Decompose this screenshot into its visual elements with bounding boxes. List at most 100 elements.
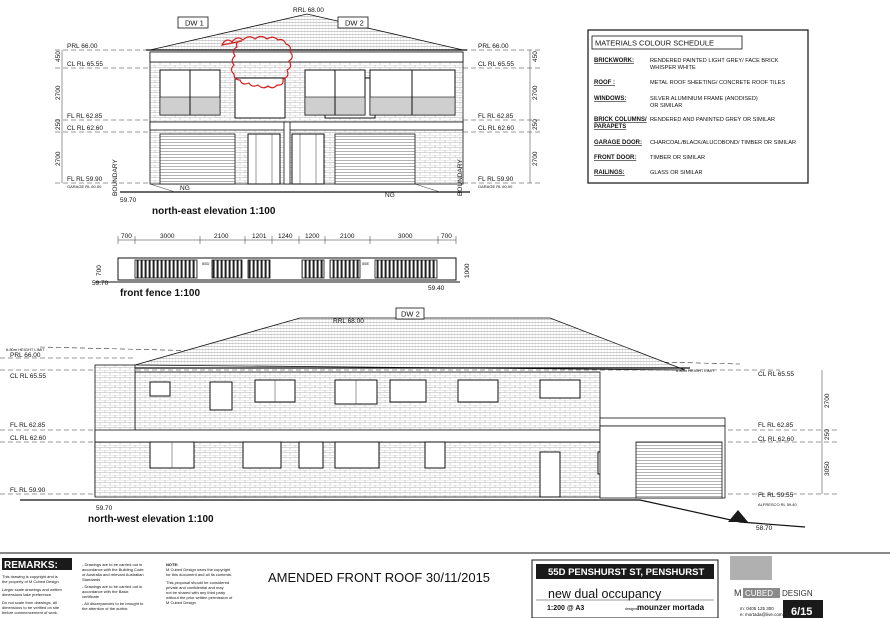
svg-text:58.70: 58.70 — [756, 525, 773, 532]
svg-text:2700: 2700 — [55, 85, 62, 100]
nw-dims-right: 2700 250 3050 — [821, 370, 831, 494]
notes-a: - Drawings are to be carried out in acco… — [82, 562, 144, 611]
svg-text:RENDERED PAINTED LIGHT GREY/ F: RENDERED PAINTED LIGHT GREY/ FACE BRICK — [650, 58, 779, 64]
ne-dw2-label: DW 2 — [345, 19, 364, 28]
designer-name: mounzer mortada — [637, 603, 705, 612]
svg-text:RAILINGS:: RAILINGS: — [594, 170, 625, 176]
ne-boundary-left: BOUNDARY — [112, 159, 119, 196]
materials-schedule: MATERIALS COLOUR SCHEDULE BRICKWORK: REN… — [587, 29, 809, 184]
svg-text:not be shared with any third p: not be shared with any third party — [166, 590, 225, 595]
ne-garage-door-right — [334, 133, 416, 185]
nw-roof — [134, 317, 686, 371]
drawing-scale: 1:200 @ A3 — [547, 605, 584, 612]
svg-text:designer:: designer: — [625, 607, 639, 611]
svg-text:the attention of the author.: the attention of the author. — [82, 606, 128, 611]
svg-text:FL RL 62.85: FL RL 62.85 — [758, 422, 794, 429]
nw-dw2-label: DW 2 — [401, 310, 420, 319]
svg-text:WINDOWS:: WINDOWS: — [594, 96, 626, 102]
ne-rrl-label: RRL 68.00 — [293, 7, 324, 14]
front-fence: 700 3000 2100 1201 1240 1200 2100 3000 7… — [92, 233, 471, 299]
svg-text:1200: 1200 — [305, 233, 320, 240]
svg-text:SILVER ALUMINIUM FRAME (ANODIS: SILVER ALUMINIUM FRAME (ANODISED) — [650, 96, 758, 102]
svg-text:GARAGE RL 60.00: GARAGE RL 60.00 — [478, 184, 513, 189]
svg-text:1240: 1240 — [278, 233, 293, 240]
nw-rrl-label: RRL 68.00 — [333, 318, 364, 325]
svg-text:NG: NG — [385, 192, 395, 199]
svg-text:FL RL 59.55: FL RL 59.55 — [758, 492, 794, 499]
svg-text:NOTE:: NOTE: — [166, 562, 178, 567]
materials-row: BRICKWORK: RENDERED PAINTED LIGHT GREY/ … — [594, 58, 779, 71]
svg-text:Do not scale from drawings, al: Do not scale from drawings, all — [2, 600, 57, 605]
svg-text:CL RL 65.55: CL RL 65.55 — [67, 61, 103, 68]
materials-title: MATERIALS COLOUR SCHEDULE — [595, 39, 714, 48]
svg-text:2100: 2100 — [340, 233, 355, 240]
svg-text:GLASS OR SIMILAR: GLASS OR SIMILAR — [650, 170, 703, 176]
svg-text:6.80m HEIGHT LIMIT: 6.80m HEIGHT LIMIT — [676, 368, 715, 373]
svg-text:WHISPER WHITE: WHISPER WHITE — [650, 65, 696, 71]
svg-text:59.70: 59.70 — [96, 505, 113, 512]
svg-text:TIMBER OR SIMILAR: TIMBER OR SIMILAR — [650, 155, 705, 161]
svg-text:CL RL 62.60: CL RL 62.60 — [10, 435, 46, 442]
project-address: 55D PENSHURST ST, PENSHURST — [548, 567, 704, 578]
svg-text:PRL 66.00: PRL 66.00 — [67, 43, 98, 50]
svg-text:3000: 3000 — [160, 233, 175, 240]
svg-text:for this document and all its: for this document and all its contents. — [166, 572, 232, 577]
svg-text:3050: 3050 — [824, 461, 831, 476]
contact-phone: m: 0405 125 300 — [740, 606, 774, 611]
svg-text:This drawing is copyright and: This drawing is copyright and is — [2, 574, 58, 579]
title-block: REMARKS: This drawing is copyright and i… — [0, 552, 890, 618]
svg-text:DESIGN: DESIGN — [782, 589, 813, 598]
ne-upper-windows — [159, 69, 456, 119]
svg-text:Larger scale drawings and writ: Larger scale drawings and written — [2, 587, 62, 592]
remarks-text: This drawing is copyright and is the pro… — [2, 574, 62, 615]
svg-text:- All discrepancies to be brou: - All discrepancies to be brought to — [82, 601, 144, 606]
svg-text:M Cubed Design: M Cubed Design — [166, 600, 196, 605]
ne-boundary-right: BOUNDARY — [457, 159, 464, 196]
sheet-number: 6/15 — [791, 606, 812, 618]
svg-text:2100: 2100 — [214, 233, 229, 240]
materials-row: FRONT DOOR: TIMBER OR SIMILAR — [594, 155, 705, 161]
front-fence-title: front fence 1:100 — [120, 288, 200, 299]
svg-text:BRICK COLUMNS/: BRICK COLUMNS/ — [594, 117, 647, 123]
svg-text:FL RL 62.85: FL RL 62.85 — [478, 113, 514, 120]
svg-text:accordance with the Basix: accordance with the Basix — [82, 589, 128, 594]
svg-text:the property of M Cubed Design: the property of M Cubed Design — [2, 579, 59, 584]
svg-text:GARAGE RL 60.00: GARAGE RL 60.00 — [67, 184, 102, 189]
revision-cloud — [220, 35, 293, 89]
svg-text:- Drawings are to be carried o: - Drawings are to be carried out in — [82, 584, 142, 589]
nw-elevation-title: north-west elevation 1:100 — [88, 514, 214, 525]
svg-text:CL RL 65.55: CL RL 65.55 — [478, 61, 514, 68]
materials-row: RAILINGS: GLASS OR SIMILAR — [594, 170, 703, 176]
svg-text:private and confidential and m: private and confidential and may — [166, 585, 224, 590]
ne-dw1-label: DW 1 — [185, 19, 204, 28]
svg-text:PARAPETS: PARAPETS — [594, 124, 626, 130]
materials-row: ROOF : METAL ROOF SHEETING/ CONCRETE ROO… — [594, 80, 785, 86]
materials-row: BRICK COLUMNS/ PARAPETS RENDERED AND PAN… — [594, 117, 775, 130]
ne-garage-door-left — [159, 133, 236, 185]
svg-text:dimensions to be verified on s: dimensions to be verified on site — [2, 605, 60, 610]
svg-text:250: 250 — [532, 119, 539, 130]
svg-text:of Australia and relevant Aust: of Australia and relevant Australian — [82, 572, 144, 577]
svg-text:CL RL 62.60: CL RL 62.60 — [67, 125, 103, 132]
svg-text:OR SIMILAR: OR SIMILAR — [650, 103, 682, 109]
ne-ground-left-level: 59.70 — [120, 197, 137, 204]
svg-text:CL RL 62.60: CL RL 62.60 — [478, 125, 514, 132]
svg-text:RENDERED AND PANINTED GREY OR: RENDERED AND PANINTED GREY OR SIMILAR — [650, 117, 775, 123]
svg-text:FRONT DOOR:: FRONT DOOR: — [594, 155, 636, 161]
ne-dims-left: 450 2700 250 2700 — [55, 50, 63, 183]
svg-text:before commencement of work.: before commencement of work. — [2, 610, 58, 615]
amendment-note: AMENDED FRONT ROOF 30/11/2015 — [268, 570, 490, 585]
svg-text:2700: 2700 — [532, 85, 539, 100]
svg-text:700: 700 — [441, 233, 452, 240]
svg-text:NG: NG — [180, 185, 190, 192]
svg-text:3000: 3000 — [398, 233, 413, 240]
svg-text:2700: 2700 — [532, 151, 539, 166]
notes-b: NOTE: M Cubed Design owns the copyright … — [166, 562, 233, 605]
svg-text:55E: 55E — [362, 261, 369, 266]
svg-text:- Drawings are to be carried o: - Drawings are to be carried out in — [82, 562, 142, 567]
svg-text:ROOF :: ROOF : — [594, 80, 615, 86]
svg-text:55D: 55D — [202, 261, 209, 266]
fence-dims: 700 3000 2100 1201 1240 1200 2100 3000 7… — [121, 233, 452, 240]
svg-text:6.80m HEIGHT LIMIT: 6.80m HEIGHT LIMIT — [6, 347, 45, 352]
svg-text:CL RL 65.55: CL RL 65.55 — [758, 371, 794, 378]
